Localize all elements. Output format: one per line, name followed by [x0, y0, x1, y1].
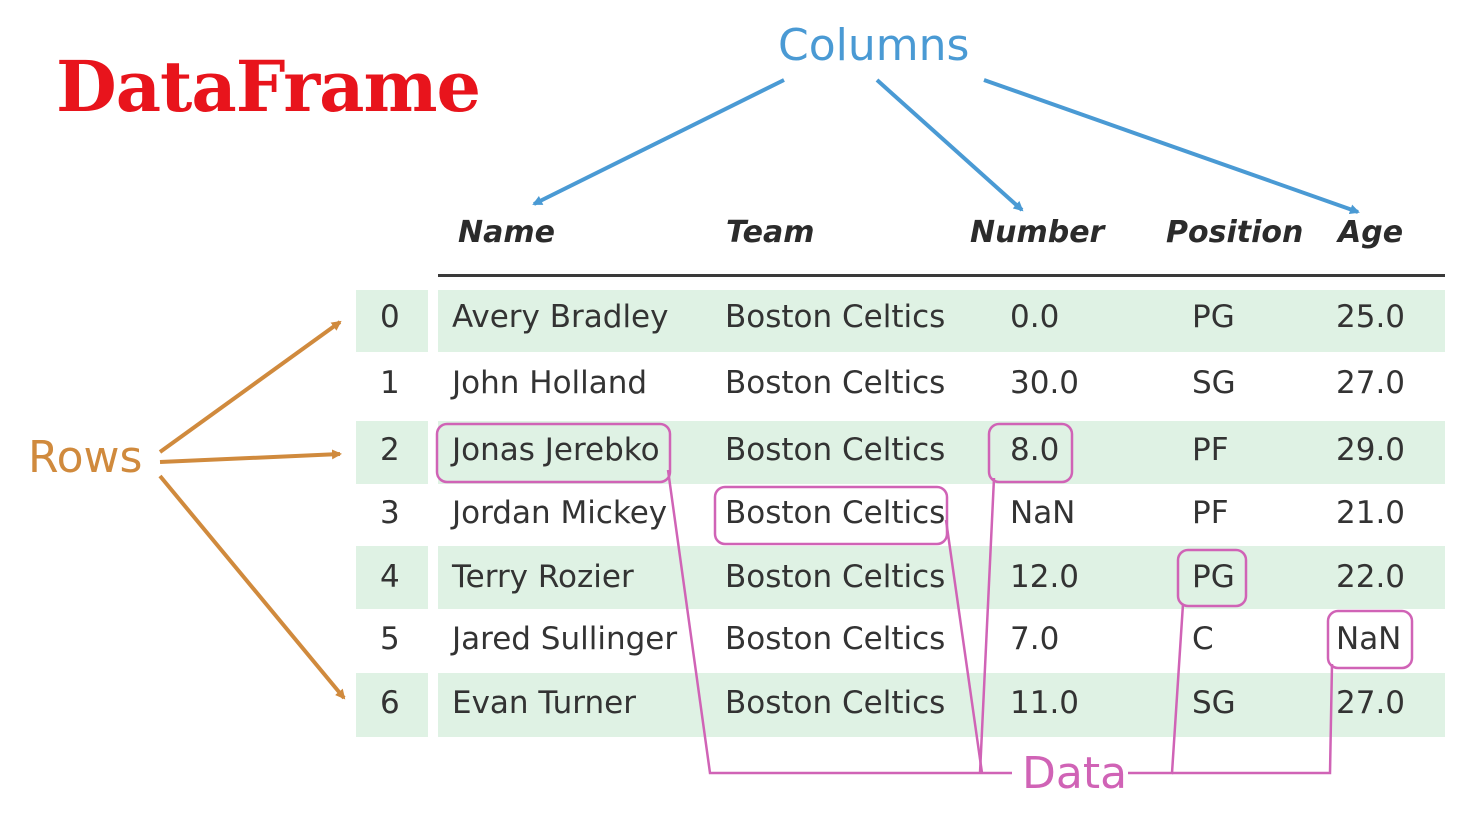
cell-team: Boston Celtics [725, 559, 946, 595]
data-line-celtics [944, 519, 984, 774]
cell-team: Boston Celtics [725, 685, 946, 721]
cell-age: 21.0 [1336, 495, 1406, 531]
cell-age: 27.0 [1336, 365, 1406, 401]
data-box-jonas-jerebko [435, 422, 672, 484]
cell-number: 8.0 [1010, 432, 1060, 468]
row-band-6 [438, 673, 1445, 737]
rows-arrow-row-0 [158, 320, 342, 454]
cell-name: Terry Rozier [452, 559, 634, 595]
cell-team: Boston Celtics [725, 365, 946, 401]
cell-number: 7.0 [1010, 621, 1060, 657]
row-index: 2 [380, 432, 400, 468]
row-band-0-index [356, 290, 428, 352]
row-index: 0 [380, 299, 400, 335]
row-index: 4 [380, 559, 400, 595]
data-box-8-0 [987, 422, 1074, 484]
cell-name: John Holland [452, 365, 648, 401]
row-band-4 [438, 546, 1445, 609]
data-line-jonas [666, 469, 1012, 775]
data-line-nan [1172, 663, 1334, 775]
cell-number: 11.0 [1010, 685, 1080, 721]
rows-label: Rows [28, 432, 143, 483]
column-header-team: Team [726, 215, 815, 250]
page-title: DataFrame [56, 45, 481, 128]
cell-age: NaN [1336, 621, 1402, 657]
row-band-2 [438, 421, 1445, 484]
columns-label: Columns [778, 20, 970, 71]
cell-age: 29.0 [1336, 432, 1406, 468]
rows-arrow-row-2 [159, 449, 342, 464]
data-line-number [978, 477, 996, 774]
row-index: 1 [380, 365, 400, 401]
data-box-pg [1176, 548, 1248, 608]
cell-team: Boston Celtics [725, 621, 946, 657]
column-header-number: Number [970, 215, 1105, 250]
row-index: 6 [380, 685, 400, 721]
columns-arrow-number [875, 78, 1024, 212]
cell-team: Boston Celtics [725, 299, 946, 335]
cell-number: 30.0 [1010, 365, 1080, 401]
cell-age: 25.0 [1336, 299, 1406, 335]
cell-number: NaN [1010, 495, 1076, 531]
cell-age: 22.0 [1336, 559, 1406, 595]
cell-position: SG [1192, 365, 1236, 401]
data-label: Data [1022, 748, 1128, 799]
cell-team: Boston Celtics [725, 432, 946, 468]
rows-arrow-row-6 [158, 474, 346, 700]
cell-name: Avery Bradley [452, 299, 669, 335]
cell-number: 0.0 [1010, 299, 1060, 335]
columns-arrow-age [983, 78, 1360, 215]
column-header-age: Age [1338, 215, 1404, 250]
row-index: 3 [380, 495, 400, 531]
row-index: 5 [380, 621, 400, 657]
row-band-6-index [356, 673, 428, 737]
cell-position: PF [1192, 432, 1229, 468]
cell-position: SG [1192, 685, 1236, 721]
header-rule [438, 274, 1445, 277]
cell-number: 12.0 [1010, 559, 1080, 595]
row-band-2-index [356, 421, 428, 484]
cell-name: Evan Turner [452, 685, 636, 721]
data-line-pg [1128, 603, 1185, 775]
cell-name: Jonas Jerebko [452, 432, 660, 468]
data-box-boston-celtics [713, 485, 949, 546]
column-header-position: Position [1166, 215, 1304, 250]
cell-position: PF [1192, 495, 1229, 531]
cell-team: Boston Celtics [725, 495, 946, 531]
cell-name: Jared Sullinger [452, 621, 678, 657]
cell-name: Jordan Mickey [452, 495, 668, 531]
columns-arrow-name [532, 78, 785, 206]
row-band-0 [438, 290, 1445, 352]
cell-position: PG [1192, 559, 1235, 595]
row-band-4-index [356, 546, 428, 609]
data-box-nan [1326, 609, 1414, 670]
cell-position: PG [1192, 299, 1235, 335]
cell-age: 27.0 [1336, 685, 1406, 721]
column-header-name: Name [458, 215, 555, 250]
cell-position: C [1192, 621, 1214, 657]
